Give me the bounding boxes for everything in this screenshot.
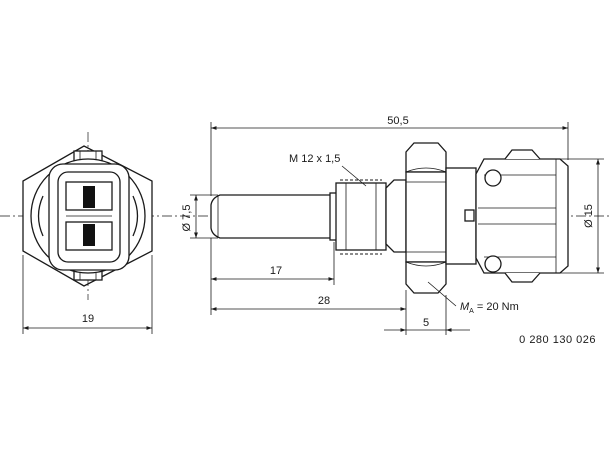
probe-length-label: 17 (270, 265, 282, 277)
part-number: 0 280 130 026 (519, 334, 596, 346)
overall-length-label: 50,5 (387, 115, 408, 127)
torque-symbol: M (460, 301, 470, 313)
clip-lower (484, 255, 502, 273)
dimension-hex-width: 19 (22, 255, 153, 334)
dimension-connector-diameter: Ø 15 (560, 158, 604, 274)
dimension-thread-to-face: 28 (211, 290, 407, 335)
sensor-side-view (210, 142, 569, 294)
thread-section (335, 182, 387, 251)
probe-diameter-label: Ø 7,5 (181, 205, 193, 232)
thread-to-face-label: 28 (318, 295, 330, 307)
dimension-thread-length: 5 (384, 295, 470, 335)
hex-nut (405, 142, 447, 294)
thread-length-label: 5 (423, 317, 429, 329)
thread-callout: M 12 x 1,5 (289, 153, 367, 187)
dimension-overall-length: 50,5 (210, 115, 569, 196)
torque-subscript: A (469, 308, 474, 315)
probe-tip (210, 194, 334, 239)
index-mark (464, 209, 475, 222)
connector-diameter-label: Ø 15 (583, 204, 595, 228)
terminal-pin-upper (83, 186, 95, 208)
torque-label: MA = 20 Nm (460, 301, 519, 315)
hex-width-label: 19 (82, 313, 94, 325)
terminal-pin-lower (83, 224, 95, 246)
torque-callout: MA = 20 Nm (427, 281, 519, 315)
clip-upper (484, 169, 502, 187)
dimension-probe-length: 17 (210, 238, 335, 315)
connector-housing (445, 149, 569, 283)
connector-end-view (22, 132, 153, 300)
dimension-probe-diameter: Ø 7,5 (181, 194, 218, 239)
thread-label: M 12 x 1,5 (289, 153, 340, 165)
torque-value: = 20 Nm (474, 301, 519, 313)
